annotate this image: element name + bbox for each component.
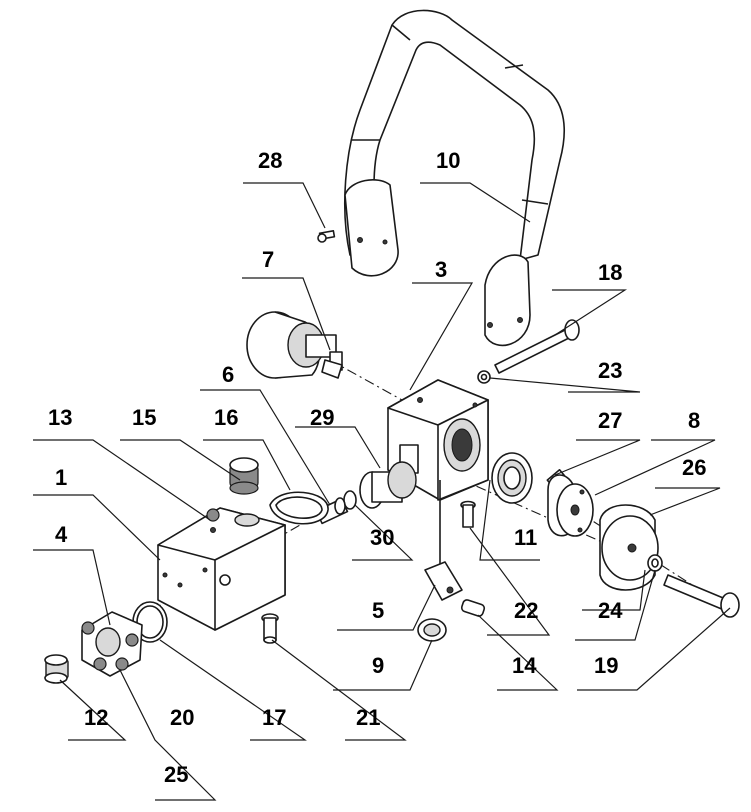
callout-10: 10 [436, 148, 460, 173]
part-8-hub [547, 474, 594, 537]
callout-1: 1 [55, 465, 67, 490]
part-18-bolt [494, 319, 580, 374]
callout-8: 8 [688, 408, 700, 433]
callout-24: 24 [598, 598, 623, 623]
callout-29: 29 [310, 405, 334, 430]
callout-9: 9 [372, 653, 384, 678]
part-5-bracket [424, 480, 463, 601]
callout-12: 12 [84, 705, 108, 730]
callout-16: 16 [214, 405, 238, 430]
callout-22: 22 [514, 598, 538, 623]
part-11-bearing [491, 452, 533, 504]
part-15-cap [229, 457, 259, 495]
callout-11: 11 [514, 525, 537, 550]
part-26-drum [599, 504, 659, 591]
part-19-bolt [663, 574, 740, 618]
callout-3: 3 [435, 257, 447, 282]
callout-21: 21 [356, 705, 380, 730]
part-23-washer [477, 370, 491, 384]
callout-27: 27 [598, 408, 622, 433]
callout-4: 4 [55, 522, 68, 547]
part-12-fitting [44, 654, 69, 684]
part-28-pin [317, 230, 336, 243]
callout-13: 13 [48, 405, 72, 430]
part-10-handle [344, 9, 566, 347]
part-7-motor [246, 311, 343, 379]
part-16-gasket [269, 491, 329, 525]
callout-6: 6 [222, 362, 234, 387]
callout-15: 15 [132, 405, 156, 430]
callout-26: 26 [682, 455, 706, 480]
part-1-body [157, 507, 286, 631]
callout-7: 7 [262, 247, 274, 272]
part-4-flange [81, 611, 143, 677]
callout-labels: 1 3 4 5 6 7 8 9 10 11 12 13 14 15 16 17 … [48, 148, 706, 787]
callout-30: 30 [370, 525, 394, 550]
leader-lines [33, 182, 731, 801]
part-22-bolt [460, 500, 476, 528]
part-21-bolt [261, 613, 279, 644]
part-29-fitting [359, 461, 417, 509]
callout-28: 28 [258, 148, 282, 173]
part-14-pin [460, 599, 486, 617]
callout-23: 23 [598, 358, 622, 383]
callout-17: 17 [262, 705, 286, 730]
callout-18: 18 [598, 260, 622, 285]
callout-19: 19 [594, 653, 618, 678]
part-9-washer [417, 618, 447, 642]
callout-25: 25 [164, 762, 188, 787]
callout-20: 20 [170, 705, 194, 730]
part-3-block [387, 379, 489, 501]
callout-5: 5 [372, 598, 384, 623]
callout-14: 14 [512, 653, 537, 678]
part-24-washer [647, 554, 663, 572]
